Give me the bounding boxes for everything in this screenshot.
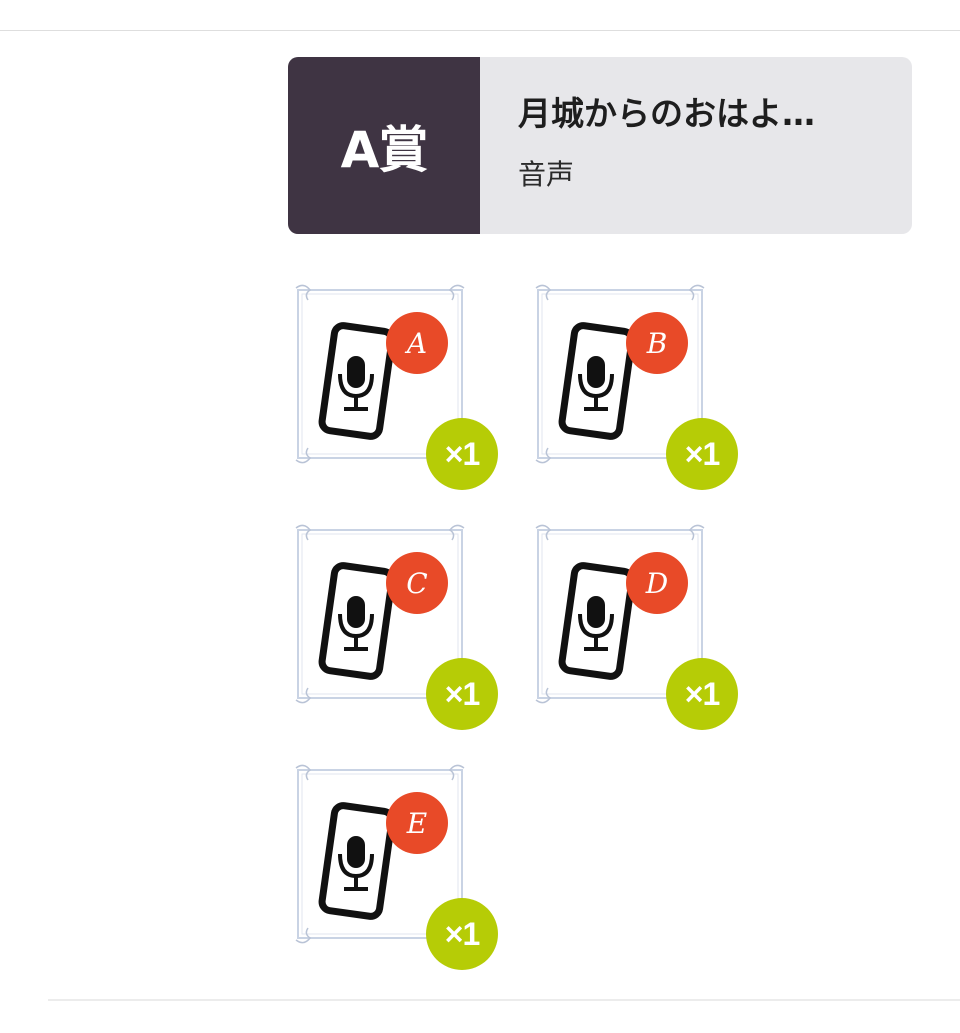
item-count-badge: ×1 (666, 418, 738, 490)
item-count-badge: ×1 (426, 658, 498, 730)
item-card-d[interactable]: D ×1 (528, 516, 742, 732)
bottom-divider (48, 999, 960, 1001)
top-divider (0, 30, 960, 31)
item-card-e[interactable]: E ×1 (288, 756, 502, 972)
item-count-badge: ×1 (426, 418, 498, 490)
item-letter-badge: E (386, 792, 448, 854)
item-count-badge: ×1 (666, 658, 738, 730)
item-letter-badge: A (386, 312, 448, 374)
prize-rank-label: A賞 (288, 57, 480, 234)
item-card-b[interactable]: B ×1 (528, 276, 742, 492)
prize-info: 月城からのおはよ… 音声 (480, 57, 912, 234)
item-letter-badge: B (626, 312, 688, 374)
prize-card[interactable]: A賞 月城からのおはよ… 音声 (288, 57, 912, 234)
item-card-a[interactable]: A ×1 (288, 276, 502, 492)
item-count-badge: ×1 (426, 898, 498, 970)
prize-title: 月城からのおはよ… (518, 94, 815, 133)
prize-type: 音声 (518, 158, 575, 191)
item-card-c[interactable]: C ×1 (288, 516, 502, 732)
item-letter-badge: C (386, 552, 448, 614)
item-letter-badge: D (626, 552, 688, 614)
